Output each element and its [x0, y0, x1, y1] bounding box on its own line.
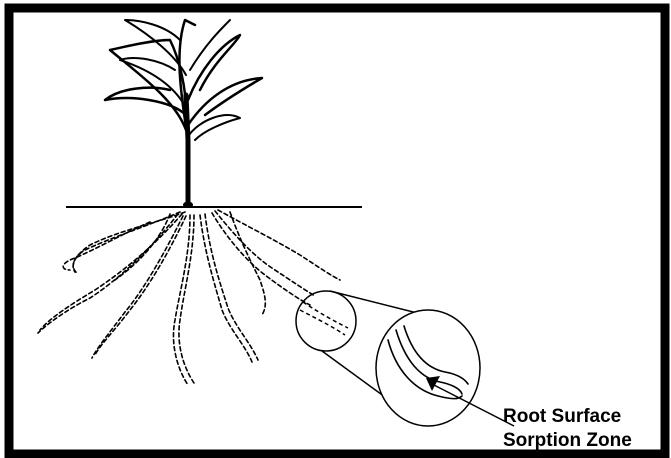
root-zoom-circle-large [376, 310, 480, 426]
label-sorption-zone: Sorption Zone [503, 430, 632, 452]
label-root-surface: Root Surface [503, 406, 621, 428]
diagram-border [9, 8, 665, 454]
plant-stem [186, 95, 188, 205]
